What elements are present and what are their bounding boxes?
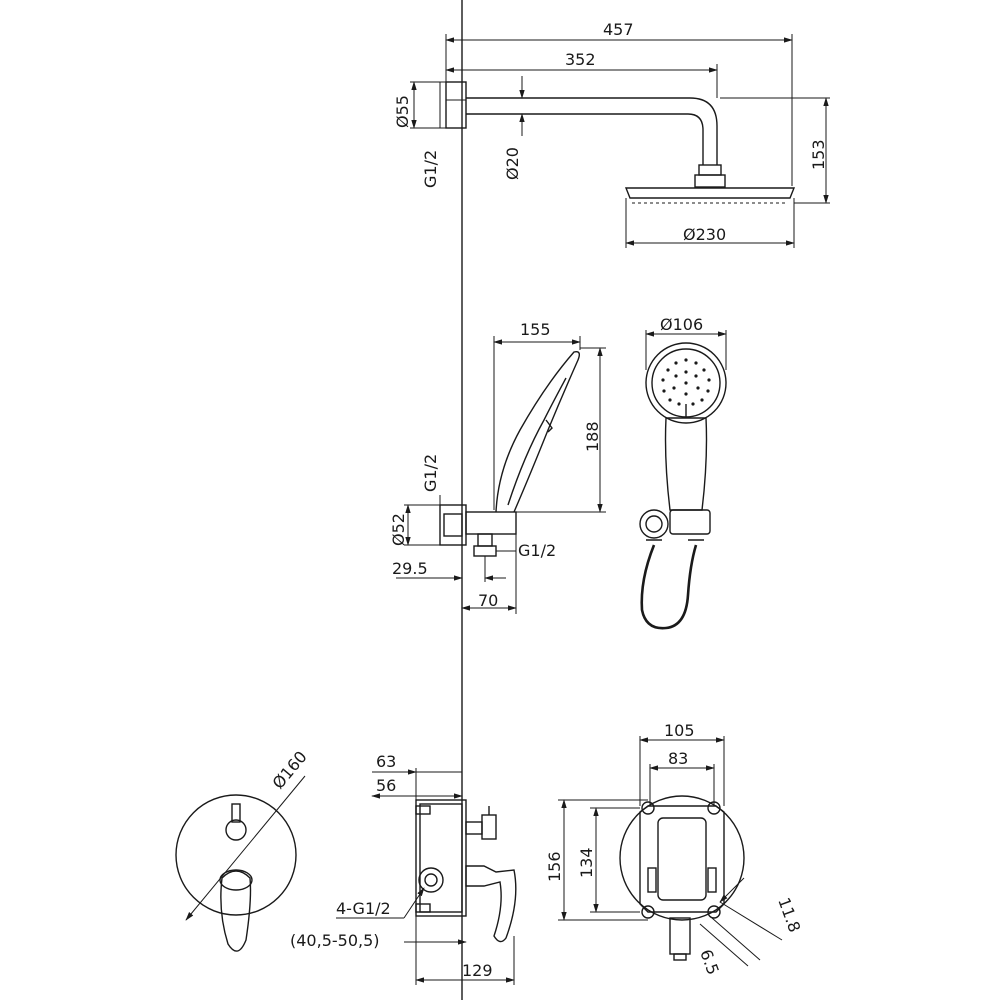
dim-hand-thread-side: G1/2: [518, 541, 556, 560]
diverter-stem: [481, 814, 497, 840]
rain-head: [624, 187, 796, 199]
hand-shower-handle: [664, 417, 708, 511]
spray-nozzles: [661, 358, 711, 406]
dim-box-height-outer: 156: [545, 851, 564, 882]
dim-head-total-width: 457: [603, 20, 634, 39]
hand-shower-head: [645, 342, 727, 424]
mount-hole: [641, 905, 655, 919]
mixer-lever-side: [465, 865, 517, 943]
hand-shower-front-view: Ø106: [639, 315, 727, 630]
diverter-knob: [225, 819, 247, 841]
dim-port-threads: 4-G1/2: [336, 899, 391, 918]
mixer-cover-plate: [175, 794, 297, 916]
dim-head-diameter: Ø230: [683, 225, 726, 244]
dim-plate-diameter: Ø160: [269, 747, 311, 792]
dim-box-height-inner: 134: [577, 847, 596, 878]
head-connector: [698, 164, 722, 176]
dim-hand-head-diameter: Ø106: [660, 315, 703, 334]
back-box-frame: [639, 805, 725, 913]
mixer-side-view: 63 56 4-G1/2 (40,5-50,5) 129: [290, 752, 517, 985]
dim-box-width-inner: 83: [668, 749, 688, 768]
dim-hand-thread-top: G1/2: [421, 454, 440, 492]
dim-box-width-outer: 105: [664, 721, 695, 740]
dim-arm-length: 352: [565, 50, 596, 69]
holder-bar: [465, 511, 517, 535]
dim-mixer-inner: 56: [376, 776, 396, 795]
hand-shower-body: [495, 350, 581, 513]
dim-slot-width: 6.5: [696, 947, 723, 977]
mixer-back-view: 105 83 156 134 11.8 6.5: [545, 721, 804, 977]
dim-wall-flange: Ø55: [393, 95, 412, 128]
dim-hole-diameter: 11.8: [774, 895, 804, 935]
mixer-body: [415, 799, 467, 917]
dim-mount-range: (40,5-50,5): [290, 931, 380, 950]
back-box-circle: [619, 795, 745, 921]
dim-head-height: 153: [809, 139, 828, 170]
mount-hole: [707, 905, 721, 919]
shower-arm: [466, 97, 718, 165]
hand-shower-side-view: 155 188 G1/2 Ø52 G1/2 29.5 70: [389, 320, 606, 614]
dim-head-thread: G1/2: [421, 150, 440, 188]
dim-arm-diameter: Ø20: [503, 147, 522, 180]
dim-mixer-outer: 63: [376, 752, 396, 771]
mount-hole: [641, 801, 655, 815]
port-fitting: [418, 867, 444, 893]
dim-mixer-depth: 129: [462, 961, 493, 980]
shower-holder: [669, 509, 711, 535]
wall-flange: [445, 81, 467, 129]
hose-ring: [639, 509, 669, 539]
dim-hand-depth: 70: [478, 591, 498, 610]
dim-hand-height: 188: [583, 421, 602, 452]
mixer-front-view: Ø160: [175, 747, 311, 952]
bottom-outlet: [669, 917, 691, 955]
hose-outlet: [477, 533, 493, 547]
dim-hand-width: 155: [520, 320, 551, 339]
dim-outlet-diameter: Ø52: [389, 513, 408, 546]
head-shower-view: 457 352 Ø55 G1/2 Ø20 153 Ø230: [393, 20, 830, 248]
shower-hose: [640, 544, 698, 630]
mixer-lever: [220, 870, 252, 952]
dim-offset: 29.5: [392, 559, 428, 578]
